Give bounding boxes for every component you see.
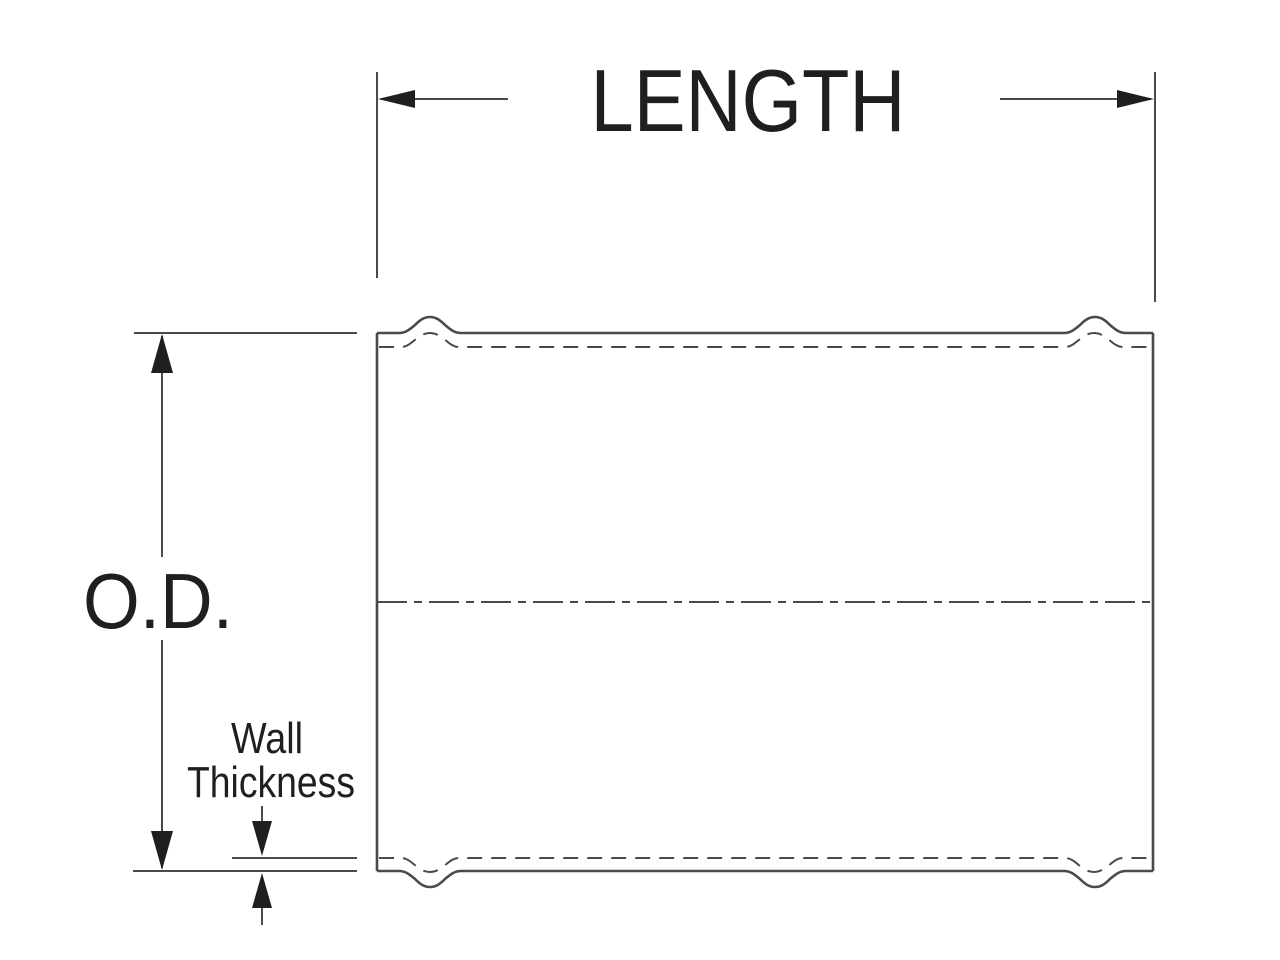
length-dimension: LENGTH xyxy=(376,51,1156,302)
wall-thickness-dimension: Wall Thickness xyxy=(187,714,357,925)
wall-thickness-arrow-down-icon xyxy=(252,821,272,856)
wall-thickness-arrow-up-icon xyxy=(252,873,272,908)
od-arrow-up-icon xyxy=(151,334,173,373)
length-label: LENGTH xyxy=(591,51,906,150)
od-dimension: O.D. xyxy=(83,332,357,872)
tube-body xyxy=(375,315,1155,889)
length-arrow-left-icon xyxy=(378,90,415,108)
tube-outer-bottom-line xyxy=(377,869,1153,889)
wall-thickness-label-line1: Wall xyxy=(231,714,303,763)
tube-inner-wall-top-dashed-line xyxy=(379,331,1151,348)
od-arrow-down-icon xyxy=(151,831,173,870)
wall-thickness-label-line2: Thickness xyxy=(187,758,355,807)
tube-outer-top-line xyxy=(377,315,1153,335)
od-label: O.D. xyxy=(83,557,233,645)
tube-inner-wall-bottom-dashed-line xyxy=(379,857,1151,874)
length-arrow-right-icon xyxy=(1117,90,1154,108)
